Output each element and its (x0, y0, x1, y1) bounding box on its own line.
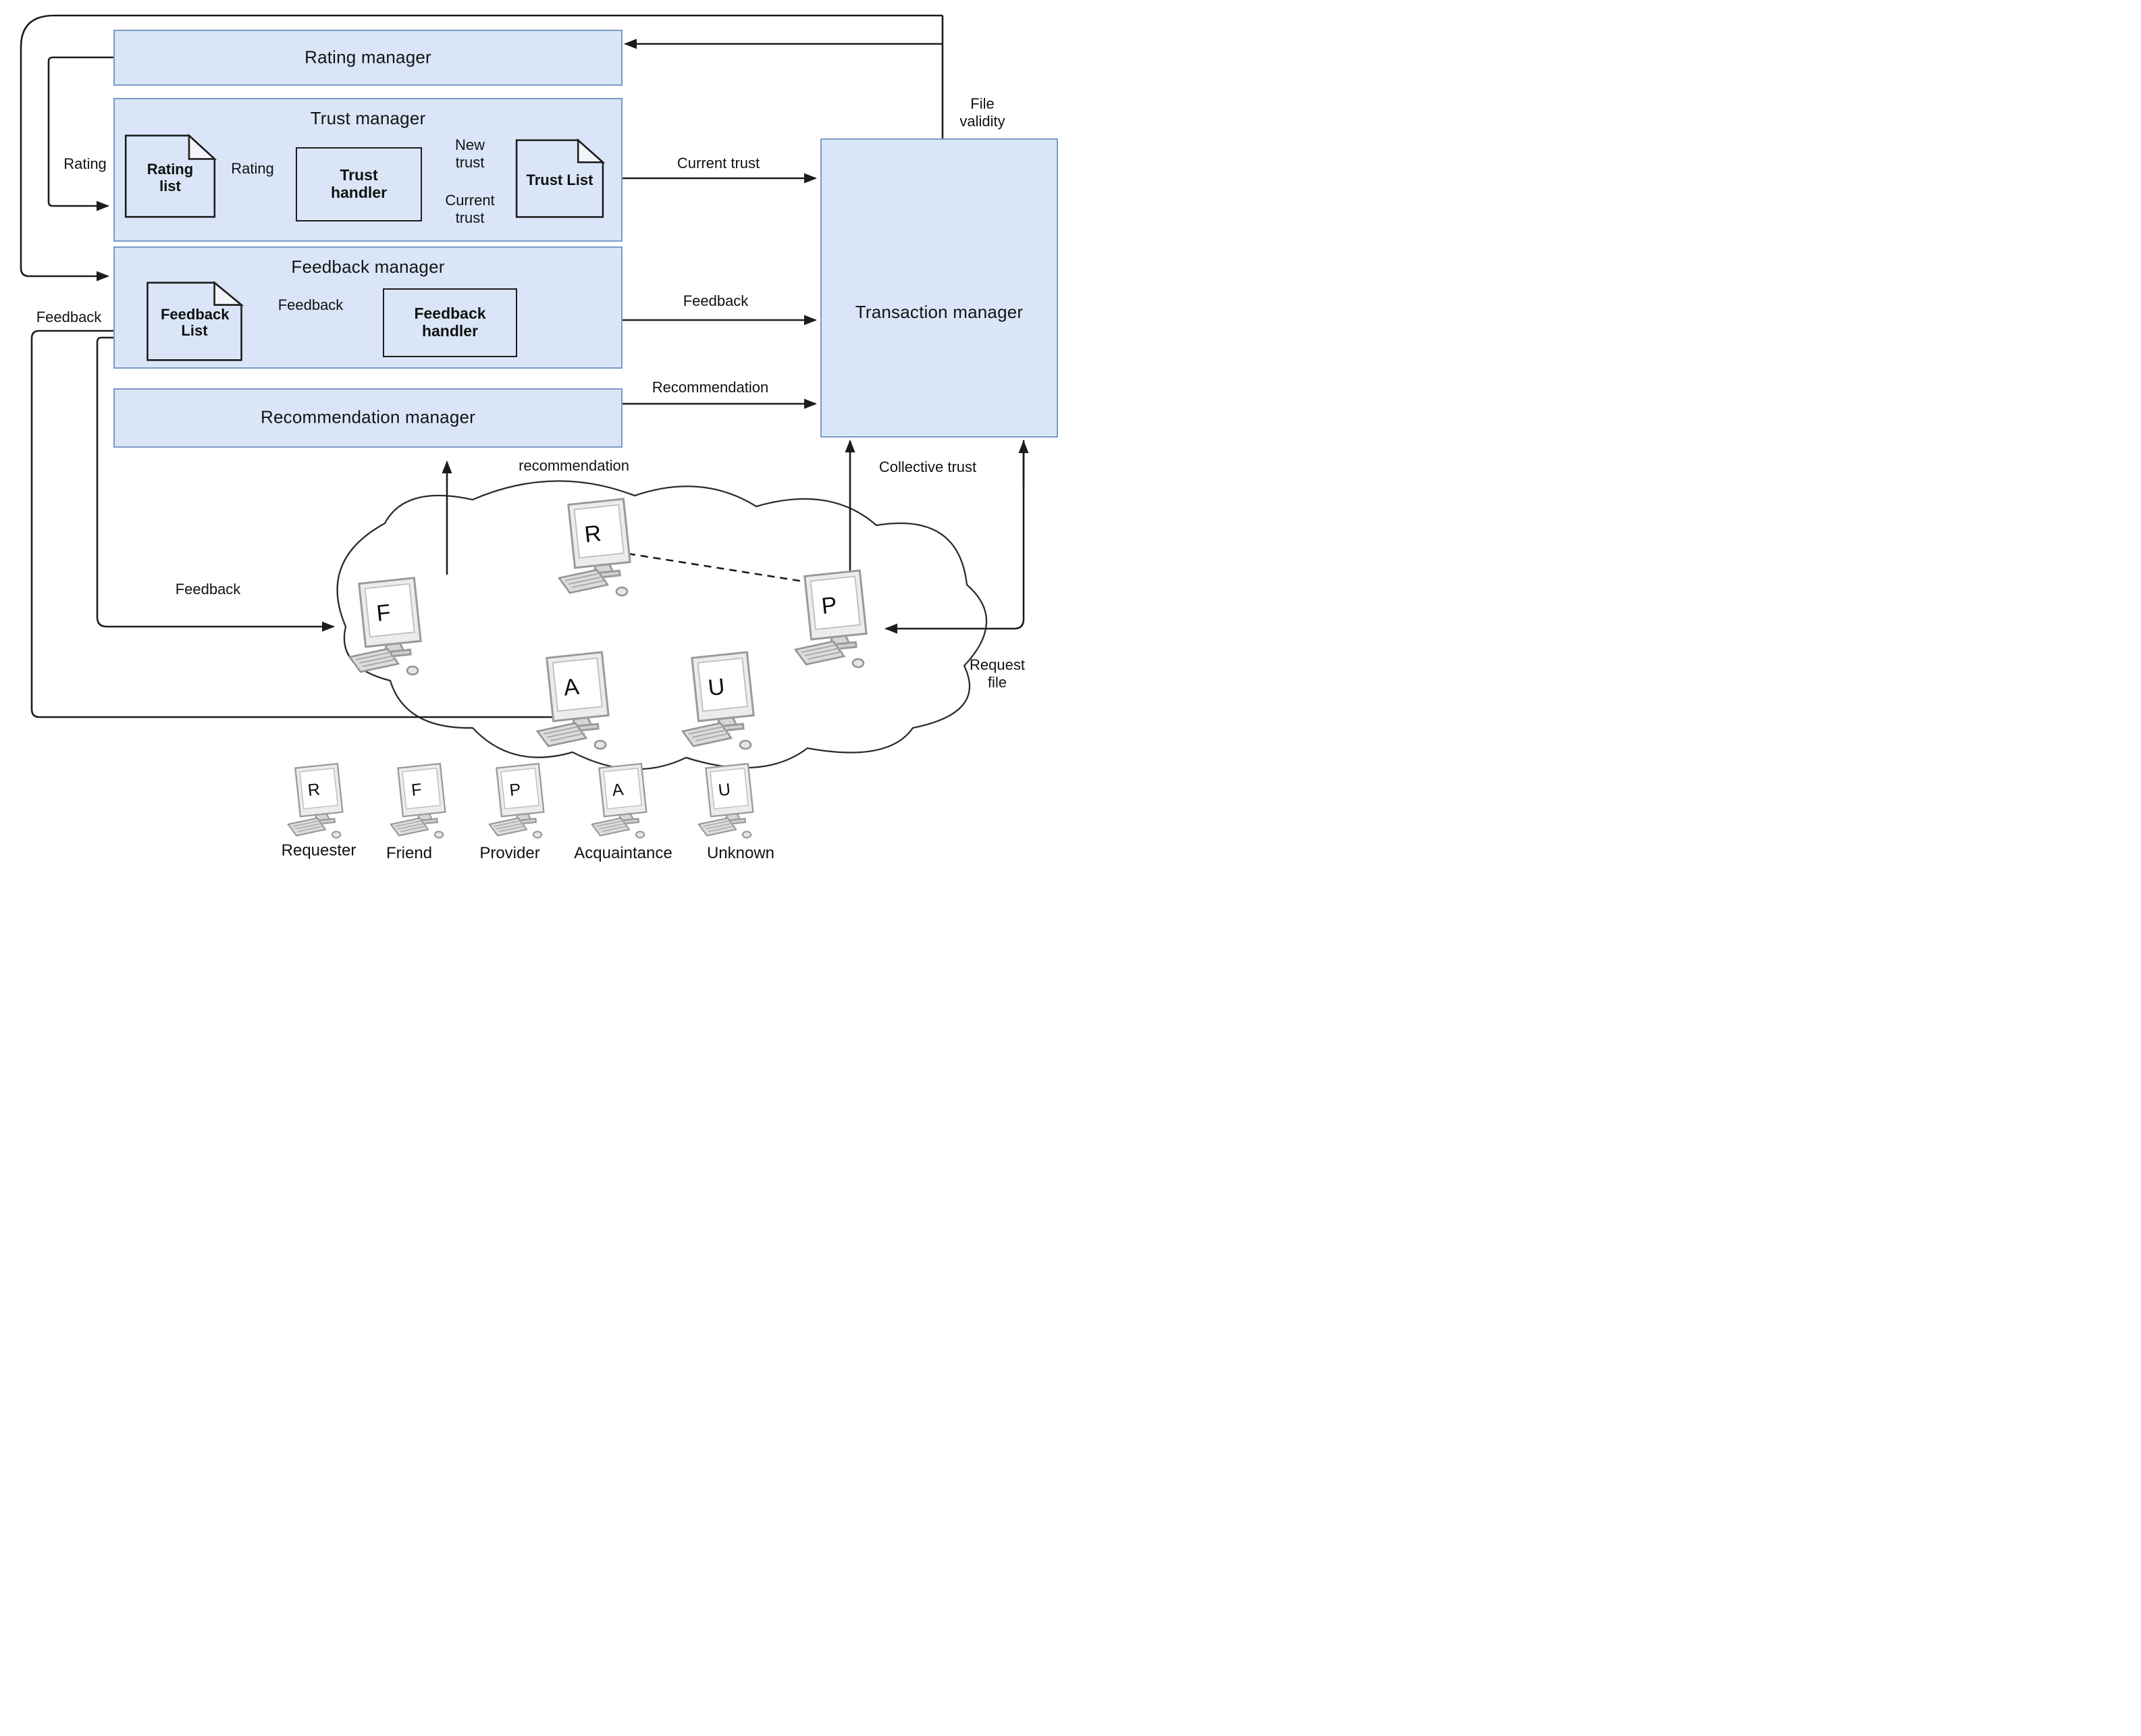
legend-letter: F (410, 780, 423, 800)
legend-computer-requester: R (285, 762, 352, 839)
rating-manager-box: Rating manager (113, 30, 623, 86)
computer-unknown: U (679, 650, 766, 751)
legend-label-provider: Provider (479, 844, 540, 862)
label-current-trust: Current trust (677, 155, 760, 172)
legend-computer-friend: F (388, 762, 455, 839)
legend-computer-unknown: U (695, 762, 763, 839)
feedback-handler-box: Feedback handler (383, 288, 517, 357)
legend-label-unknown: Unknown (706, 844, 775, 862)
label-recommendation-to-tm: Recommendation (652, 379, 769, 396)
label-recommendation-up: recommendation (519, 457, 629, 475)
computer-requester: R (555, 496, 643, 598)
legend-label-friend: Friend (386, 844, 433, 862)
folded-corner-icon (189, 136, 215, 159)
legend-letter: U (717, 780, 732, 800)
node-letter: R (583, 519, 603, 548)
diagram-canvas: Rating manager Trust manager Feedback ma… (0, 0, 1071, 868)
computer-acquaintance: A (533, 650, 621, 751)
edge-rating-loop (47, 56, 113, 211)
feedback-list-document: Feedback List (144, 280, 244, 363)
rating-list-label: Rating list (147, 160, 194, 194)
label-feedback-internal: Feedback (277, 296, 344, 314)
legend-letter: A (611, 780, 625, 800)
legend-letter: R (307, 780, 321, 800)
label-current-trust-internal: Current trust (445, 192, 495, 226)
folded-corner-icon (215, 283, 242, 305)
computer-provider: P (791, 568, 879, 669)
computer-friend: F (346, 575, 433, 677)
node-letter: P (820, 591, 839, 619)
network-cloud (336, 480, 988, 770)
rating-manager-title: Rating manager (305, 46, 431, 67)
legend-label-requester: Requester (281, 841, 356, 860)
trust-list-document: Trust List (514, 138, 606, 219)
feedback-list-label: Feedback List (160, 305, 230, 340)
edge-request-file (884, 440, 1025, 634)
label-new-trust: New trust (454, 136, 485, 171)
legend-letter: P (508, 780, 522, 800)
edge-requester-provider-dashed (627, 552, 808, 583)
label-rating-internal: Rating (231, 160, 274, 178)
node-letter: A (562, 673, 581, 701)
label-collective-trust: Collective trust (878, 458, 977, 476)
trust-handler-box: Trust handler (296, 147, 422, 221)
trust-list-label: Trust List (526, 171, 593, 188)
feedback-handler-label: Feedback handler (414, 305, 486, 340)
trust-manager-title: Trust manager (310, 108, 426, 128)
legend-computer-provider: P (486, 762, 554, 839)
edge-feedback-to-friend (96, 336, 335, 632)
label-feedback-to-tm: Feedback (683, 292, 749, 310)
recommendation-manager-box: Recommendation manager (113, 388, 623, 448)
legend-computer-acquaintance: A (589, 762, 656, 839)
edge-file-validity-to-feedback (20, 14, 943, 282)
folded-corner-icon (578, 140, 603, 163)
edge-feedback-in (30, 325, 560, 718)
node-letter: U (706, 673, 726, 701)
legend-label-acquaintance: Acquaintance (574, 844, 672, 862)
trust-handler-label: Trust handler (330, 166, 388, 201)
label-request-file: Request file (970, 656, 1025, 691)
label-file-validity: File validity (959, 95, 1005, 130)
label-feedback-in: Feedback (36, 309, 102, 326)
label-feedback-to-friend: Feedback (175, 581, 241, 598)
label-rating-loop: Rating (63, 155, 107, 173)
transaction-manager-title: Transaction manager (855, 302, 1024, 322)
recommendation-manager-title: Recommendation manager (260, 406, 475, 427)
rating-list-document: Rating list (123, 133, 217, 219)
transaction-manager-box: Transaction manager (820, 138, 1058, 438)
feedback-manager-title: Feedback manager (291, 257, 445, 277)
node-letter: F (375, 599, 392, 626)
connector-layer (20, 14, 1029, 770)
